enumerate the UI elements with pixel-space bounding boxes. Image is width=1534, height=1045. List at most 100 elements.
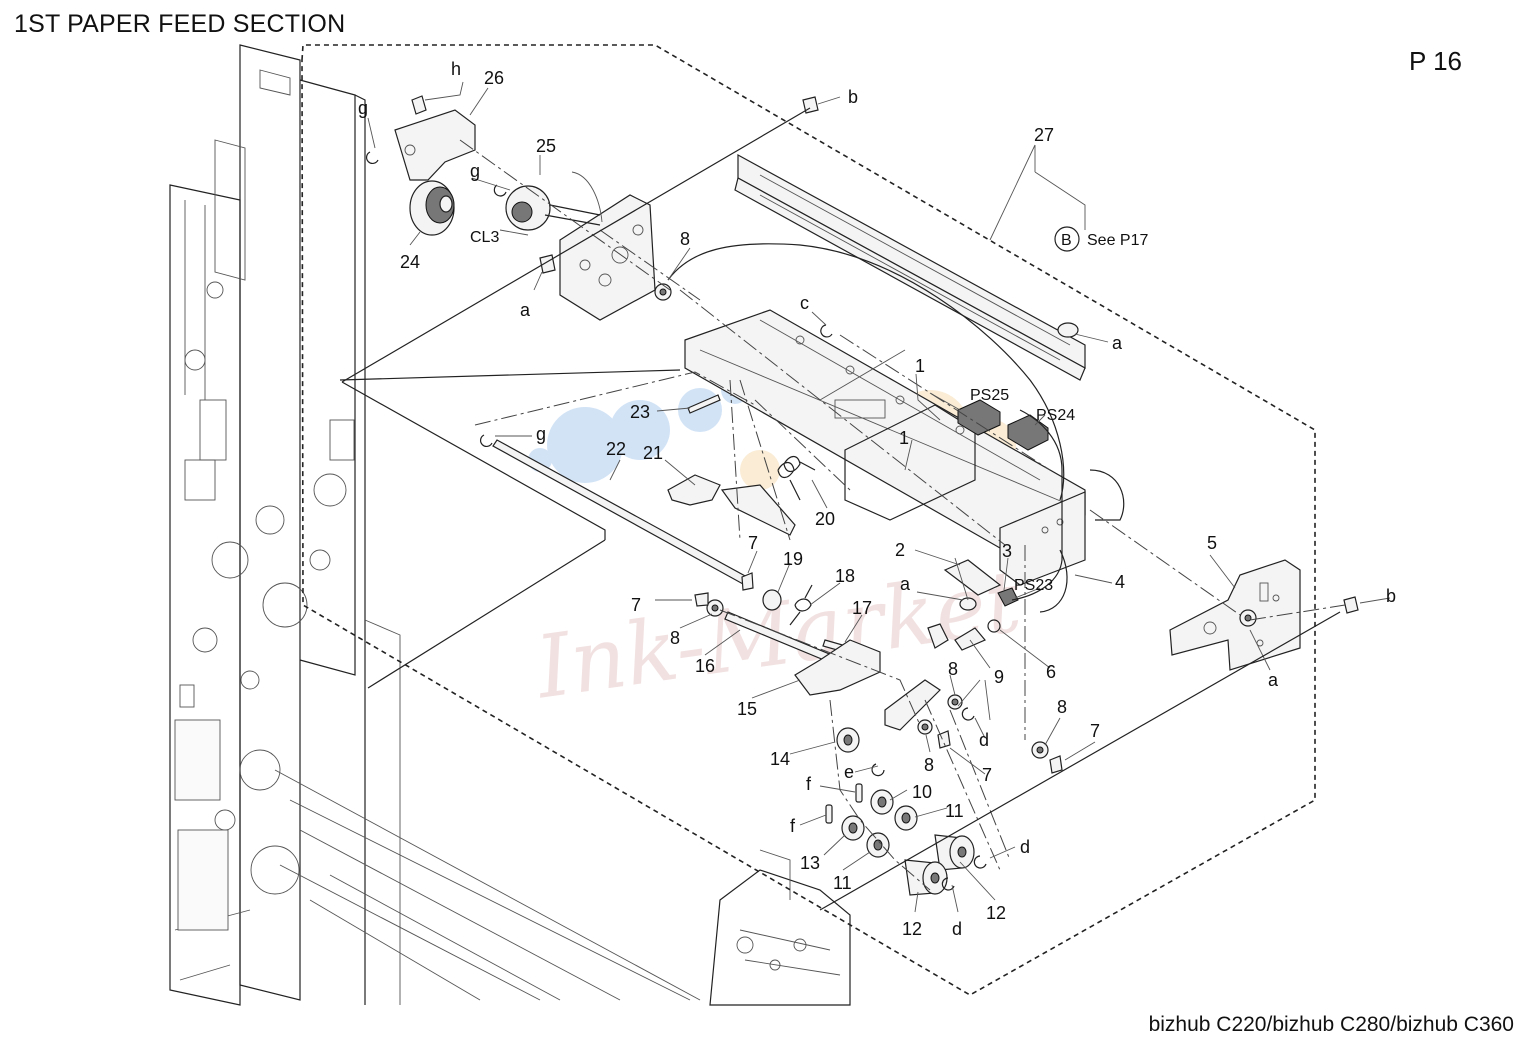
sensor-ps25 — [957, 399, 1001, 436]
callout-ps23: PS23 — [1014, 577, 1053, 594]
page-number: P 16 — [1408, 46, 1462, 76]
pin-f-icons — [825, 783, 863, 824]
bushing-icons — [706, 599, 1049, 759]
callout-ps25: PS25 — [970, 387, 1009, 404]
assembly-axis-lines — [459, 139, 1346, 891]
e-ring-icons — [366, 151, 833, 447]
lever-21 — [667, 474, 796, 536]
rail-bracket-27 — [734, 153, 1086, 381]
callout-12-right: 12 — [986, 903, 1006, 923]
callout-1-b: 1 — [899, 428, 909, 448]
callout-10: 10 — [912, 782, 932, 802]
callout-f-top: f — [806, 774, 812, 794]
holder-15 — [794, 639, 941, 731]
callout-g-left: g — [536, 424, 546, 444]
see-page-reference: B See P17 — [1054, 226, 1148, 252]
sensor-bracket-2 — [943, 559, 1002, 596]
callout-12-left: 12 — [902, 919, 922, 939]
callout-7-b: 7 — [631, 595, 641, 615]
bottom-bracket — [709, 849, 851, 1006]
callout-27: 27 — [1034, 125, 1054, 145]
callout-7-low: 7 — [982, 765, 992, 785]
callout-2: 2 — [895, 540, 905, 560]
callout-b-right: b — [1386, 586, 1396, 606]
callout-d-mid: d — [1020, 837, 1030, 857]
callout-19: 19 — [783, 549, 803, 569]
callout-f-low: f — [790, 816, 796, 836]
callout-a-mid: a — [900, 574, 911, 594]
assembly-boundary — [301, 44, 1316, 996]
callout-3: 3 — [1002, 541, 1012, 561]
gear-13 — [841, 815, 865, 841]
sensor-ps23 — [997, 587, 1019, 607]
callout-8-low: 8 — [924, 755, 934, 775]
callout-8-left: 8 — [670, 628, 680, 648]
harness-4 — [1039, 549, 1068, 613]
callout-8-mid: 8 — [948, 659, 958, 679]
collar-19 — [762, 589, 782, 611]
callout-c: c — [800, 293, 809, 313]
callout-b-top: b — [848, 87, 858, 107]
snap-ring-icons — [871, 707, 987, 891]
reference-text: See P17 — [1087, 232, 1148, 249]
callout-g-mid: g — [470, 161, 480, 181]
cable-top — [667, 243, 1065, 501]
callout-g-top: g — [358, 98, 368, 118]
spring-20 — [777, 455, 816, 501]
roller-12-b — [904, 859, 948, 896]
main-frame — [169, 44, 401, 1006]
gear-10 — [870, 789, 894, 815]
page-title: 1ST PAPER FEED SECTION — [14, 10, 346, 38]
callout-18: 18 — [835, 566, 855, 586]
gear-14 — [836, 727, 860, 753]
callout-16: 16 — [695, 656, 715, 676]
callout-24: 24 — [400, 252, 420, 272]
callout-d-low: d — [952, 919, 962, 939]
cable-right — [1089, 469, 1125, 521]
callout-13: 13 — [800, 853, 820, 873]
spring-18 — [789, 584, 813, 626]
callout-11-left: 11 — [833, 873, 852, 893]
callout-8-right: 8 — [1057, 697, 1067, 717]
spring-6 — [987, 619, 1001, 633]
callout-a-bracket: a — [1268, 670, 1279, 690]
callout-ps24: PS24 — [1036, 407, 1075, 424]
callout-h: h — [451, 59, 461, 79]
bracket-26 — [394, 109, 476, 181]
callout-d-top: d — [979, 730, 989, 750]
callout-14: 14 — [770, 749, 790, 769]
callout-labels: 2 6 h g 25 g CL3 24 a 8 b 27 c a 1 PS25 P… — [358, 59, 1396, 939]
gear-11-b — [866, 832, 890, 858]
callout-8-top: 8 — [680, 229, 690, 249]
drive-unit — [559, 194, 672, 321]
clutch-cl3 — [505, 171, 603, 231]
lever-9 — [927, 623, 986, 651]
shaft-22 — [492, 439, 748, 585]
callout-cl3: CL3 — [470, 229, 499, 246]
side-bracket-5 — [1169, 559, 1301, 671]
reference-lines — [339, 107, 1341, 911]
reference-circle-icon — [1054, 226, 1080, 252]
roller-12-a — [934, 834, 975, 871]
callout-17: 17 — [852, 598, 872, 618]
bottom-rails — [174, 719, 701, 1001]
callout-11-right: 11 — [945, 801, 964, 821]
callout-7-right: 7 — [1090, 721, 1100, 741]
center-frame-plate — [684, 309, 1086, 586]
callout-e: e — [844, 762, 854, 782]
callout-4: 4 — [1115, 572, 1125, 592]
gear-24 — [409, 180, 455, 236]
callout-6: 6 — [1046, 662, 1056, 682]
callout-15: 15 — [737, 699, 757, 719]
callout-23: 23 — [630, 402, 650, 422]
callout-25: 25 — [536, 136, 556, 156]
leader-lines — [367, 81, 1391, 913]
callout-1-a: 1 — [915, 356, 925, 376]
gear-11-a — [894, 805, 918, 831]
callout-a-right: a — [1112, 333, 1123, 353]
callout-22: 22 — [606, 439, 626, 459]
callout-5: 5 — [1207, 533, 1217, 553]
sensor-ps24 — [1007, 414, 1049, 451]
